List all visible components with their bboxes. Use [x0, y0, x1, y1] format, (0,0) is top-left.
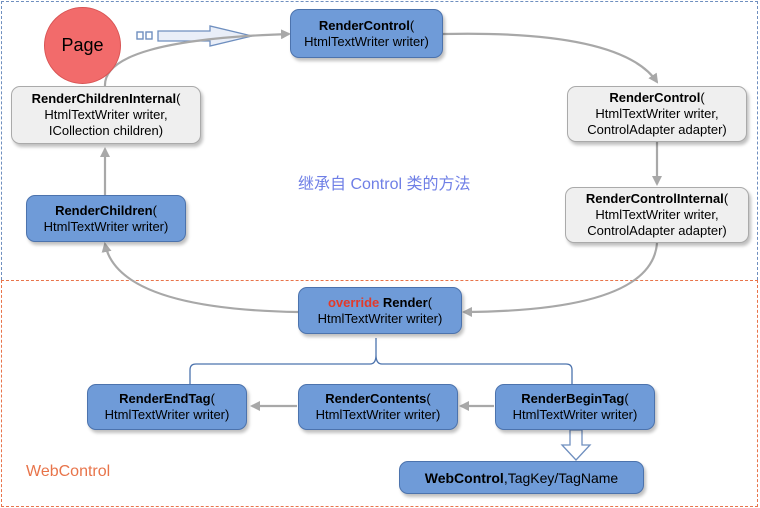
control-region — [1, 1, 758, 280]
render-contents-name: RenderContents — [325, 391, 427, 406]
render-children-node: RenderChildren( HtmlTextWriter writer) — [26, 195, 186, 242]
webcontrol-region-label: WebControl — [26, 463, 111, 480]
render-control-name: RenderControl — [318, 17, 410, 33]
render-control-args: HtmlTextWriter writer) — [304, 33, 429, 49]
render-control-adapter-name: RenderControl — [609, 90, 701, 105]
webcontrol-region — [1, 280, 758, 507]
render-children-name: RenderChildren — [55, 202, 153, 218]
render-control-internal-name: RenderControlInternal — [585, 191, 724, 206]
render-end-tag-name: RenderEndTag — [119, 391, 211, 406]
render-begin-tag-name: RenderBeginTag — [521, 391, 625, 406]
control-region-label: 继承自 Control 类的方法 — [298, 176, 471, 193]
page-label: Page — [61, 35, 104, 55]
webcontrol-tagkey-text: ,TagKey/TagName — [503, 469, 619, 486]
webcontrol-name: WebControl — [424, 469, 504, 486]
page-to-render-control-arrow — [157, 25, 253, 47]
render-brace — [189, 338, 573, 385]
edge-internal-to-render — [462, 242, 659, 317]
edge-children-internal-to-render-control — [103, 29, 291, 87]
override-render-name: Render — [382, 294, 428, 310]
render-contents-node: RenderContents( HtmlTextWriter writer) — [298, 384, 458, 430]
begin-tag-to-webcontrol-arrow — [560, 429, 592, 461]
page-arrow-dot-1 — [136, 31, 144, 40]
render-children-internal-name: RenderChildrenInternal — [31, 91, 177, 106]
render-begin-tag-node: RenderBeginTag( HtmlTextWriter writer) — [495, 384, 655, 430]
render-control-node: RenderControl( HtmlTextWriter writer) — [290, 9, 443, 58]
webcontrol-tagkey-node: WebControl,TagKey/TagName — [399, 461, 644, 494]
render-control-internal-node: RenderControlInternal( HtmlTextWriter wr… — [565, 187, 749, 243]
override-render-node: override Render( HtmlTextWriter writer) — [298, 287, 462, 334]
edge-render-control-to-adapter — [442, 32, 659, 84]
render-children-internal-node: RenderChildrenInternal( HtmlTextWriter w… — [11, 86, 201, 144]
override-keyword: override — [327, 294, 380, 310]
page-arrow-dot-2 — [145, 31, 153, 40]
render-end-tag-node: RenderEndTag( HtmlTextWriter writer) — [87, 384, 247, 430]
page-node: Page — [44, 7, 121, 84]
render-control-adapter-node: RenderControl( HtmlTextWriter writer, Co… — [567, 86, 747, 142]
edge-render-to-children — [101, 242, 299, 314]
